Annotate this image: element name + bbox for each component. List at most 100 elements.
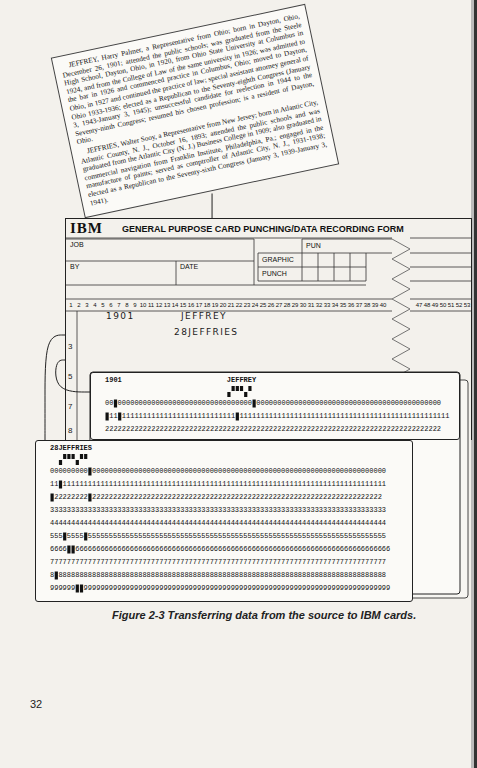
form-rules	[410, 253, 471, 281]
column-number: 19	[211, 301, 219, 309]
zone-hole	[248, 386, 251, 391]
form-rules	[258, 253, 366, 281]
zone-hole	[76, 460, 79, 465]
zone-hole	[84, 454, 87, 459]
punched-card-front: 28JEFFRIES000000000 00000000000000000000…	[35, 440, 413, 602]
column-number: 28	[283, 301, 291, 309]
column-number: 31	[307, 301, 315, 309]
punched-card-back: 1901 JEFFREY 00 00000000000000000000000000…	[90, 372, 460, 440]
zone-hole	[63, 454, 66, 459]
column-number: 21	[227, 301, 235, 309]
card-print: JEFFREY	[227, 376, 256, 385]
field-label: DATE	[180, 263, 198, 271]
row-number: 5	[68, 372, 72, 381]
column-number: 3	[83, 301, 91, 309]
column-number: 32	[315, 301, 323, 309]
zone-hole	[236, 386, 239, 391]
column-number: 30	[299, 301, 307, 309]
card-digit-row: 7777777777777777777777777777777777777777…	[50, 558, 386, 567]
column-ruler: 1234567891011121314151617181920212223242…	[67, 299, 472, 311]
card-digit-row: 11 111111111111111111111111111 111111111…	[105, 412, 449, 421]
column-number: 17	[195, 301, 203, 309]
form-logo: IBM	[70, 220, 103, 237]
form-rules	[66, 238, 471, 441]
card-print: 1901	[105, 376, 122, 385]
column-number: 16	[187, 301, 195, 309]
column-number: 15	[179, 301, 187, 309]
zone-hole	[67, 454, 70, 459]
column-number: 10	[139, 301, 147, 309]
card-digit-row: 00 00000000000000000000000000000000 0000…	[105, 399, 441, 408]
column-number: 22	[235, 301, 243, 309]
column-number: 5	[99, 301, 107, 309]
form-rules	[66, 238, 471, 239]
column-number: 51	[447, 301, 455, 309]
column-number: 12	[155, 301, 163, 309]
column-number: 37	[355, 301, 363, 309]
zone-hole	[232, 386, 235, 391]
column-number: 2	[75, 301, 83, 309]
zone-hole	[72, 454, 75, 459]
column-number: 13	[163, 301, 171, 309]
field-label: GRAPHIC	[262, 256, 294, 264]
zone-hole	[227, 392, 230, 397]
column-number: 29	[291, 301, 299, 309]
zone-hole	[240, 386, 243, 391]
handwritten-entry: 28JEFFRIES	[174, 328, 238, 338]
handwritten-entry: 1901	[106, 312, 135, 322]
form-rules	[66, 239, 366, 285]
column-number: 8	[123, 301, 131, 309]
page-number: 32	[30, 698, 42, 710]
column-number: 27	[275, 301, 283, 309]
column-number: 24	[251, 301, 259, 309]
row-number: 8	[68, 426, 72, 435]
card-digit-row: 6666 66666666666666666666666666666666666…	[50, 545, 390, 554]
handwritten-entry: JEFFREY	[181, 312, 227, 322]
column-number: 52	[455, 301, 463, 309]
card-digit-row: 11 1111111111111111111111111111111111111…	[50, 480, 386, 489]
column-number: 18	[203, 301, 211, 309]
column-number: 50	[439, 301, 447, 309]
row-number: 7	[68, 402, 72, 411]
column-number: 49	[431, 301, 439, 309]
column-number: 33	[323, 301, 331, 309]
form-rules	[77, 311, 78, 441]
zone-hole	[244, 392, 247, 397]
zone-hole	[80, 454, 83, 459]
form-title: GENERAL PURPOSE CARD PUNCHING/DATA RECOR…	[122, 225, 404, 235]
column-number: 36	[347, 301, 355, 309]
card-digit-row: 22222222 2222222222222222222222222222222…	[50, 493, 382, 502]
card-digit-row: 555 5555 5555555555555555555555555555555…	[50, 532, 386, 541]
row-number: 3	[68, 342, 72, 351]
field-label: BY	[70, 263, 79, 271]
column-number: 39	[371, 301, 379, 309]
column-number: 7	[115, 301, 123, 309]
field-label: JOB	[70, 241, 84, 249]
card-digit-row: 8 88888888888888888888888888888888888888…	[50, 571, 386, 580]
column-number: 25	[259, 301, 267, 309]
page-edge	[474, 0, 477, 768]
column-number: 9	[131, 301, 139, 309]
column-number: 20	[219, 301, 227, 309]
column-number: 1	[67, 301, 75, 309]
form-rules	[258, 239, 392, 281]
column-number: 14	[171, 301, 179, 309]
column-number: 35	[339, 301, 347, 309]
column-number: 34	[331, 301, 339, 309]
column-number: 40	[379, 301, 387, 309]
card-print: 28JEFFRIES	[50, 444, 92, 453]
column-number: 47	[415, 301, 423, 309]
card-digit-row: 999999 999999999999999999999999999999999…	[50, 584, 390, 593]
field-label: PUN	[306, 242, 321, 250]
transfer-line	[212, 193, 213, 218]
column-number: 4	[91, 301, 99, 309]
column-number: 26	[267, 301, 275, 309]
card-digit-row: 3333333333333333333333333333333333333333…	[50, 506, 386, 515]
column-number: 11	[147, 301, 155, 309]
column-number: 6	[107, 301, 115, 309]
column-number: 23	[243, 301, 251, 309]
figure-caption: Figure 2-3 Transferring data from the so…	[112, 608, 447, 622]
transfer-line	[45, 335, 65, 440]
